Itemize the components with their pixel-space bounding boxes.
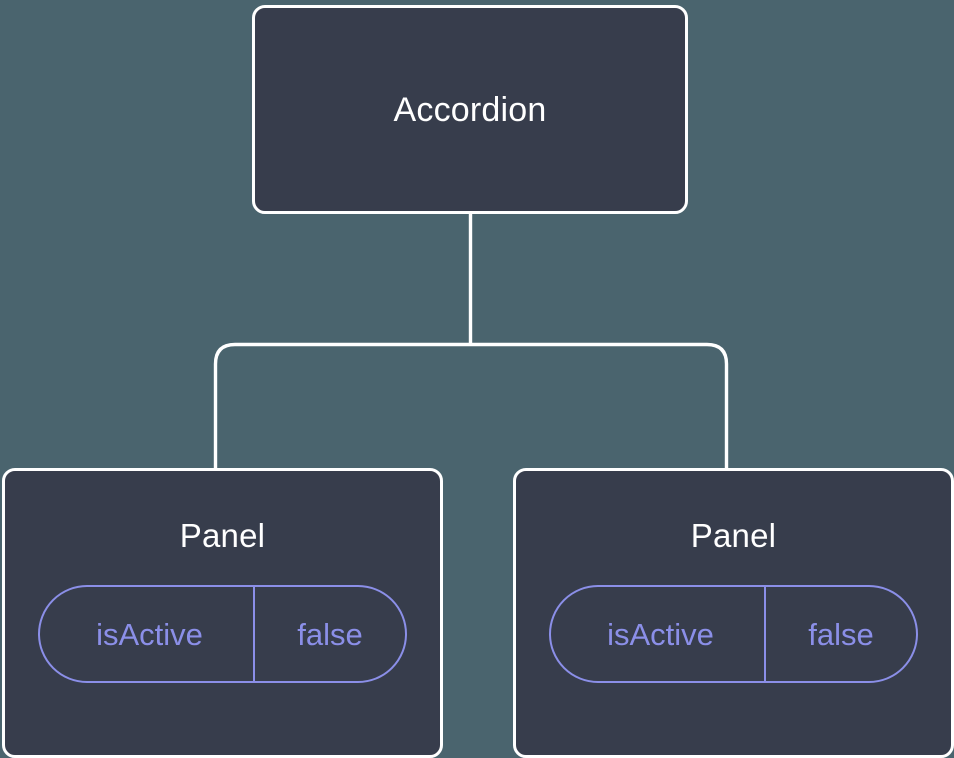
prop-value-is-active-2: false — [764, 587, 916, 681]
node-panel-2-title: Panel — [690, 517, 777, 554]
edge-root-to-children — [213, 342, 729, 470]
component-tree-canvas: Accordion Panel isActive false Panel isA… — [2, 5, 954, 758]
node-panel-1[interactable]: Panel isActive false — [2, 468, 443, 758]
prop-pill-is-active-1[interactable]: isActive false — [38, 585, 407, 683]
node-accordion-title: Accordion — [393, 90, 547, 129]
node-panel-1-title: Panel — [179, 517, 266, 554]
prop-pill-is-active-2[interactable]: isActive false — [549, 585, 918, 683]
node-accordion[interactable]: Accordion — [252, 5, 688, 214]
prop-key-is-active-2: isActive — [607, 616, 714, 652]
node-panel-2[interactable]: Panel isActive false — [513, 468, 954, 758]
prop-key-is-active-1: isActive — [96, 616, 203, 652]
prop-value-is-active-1: false — [253, 587, 405, 681]
